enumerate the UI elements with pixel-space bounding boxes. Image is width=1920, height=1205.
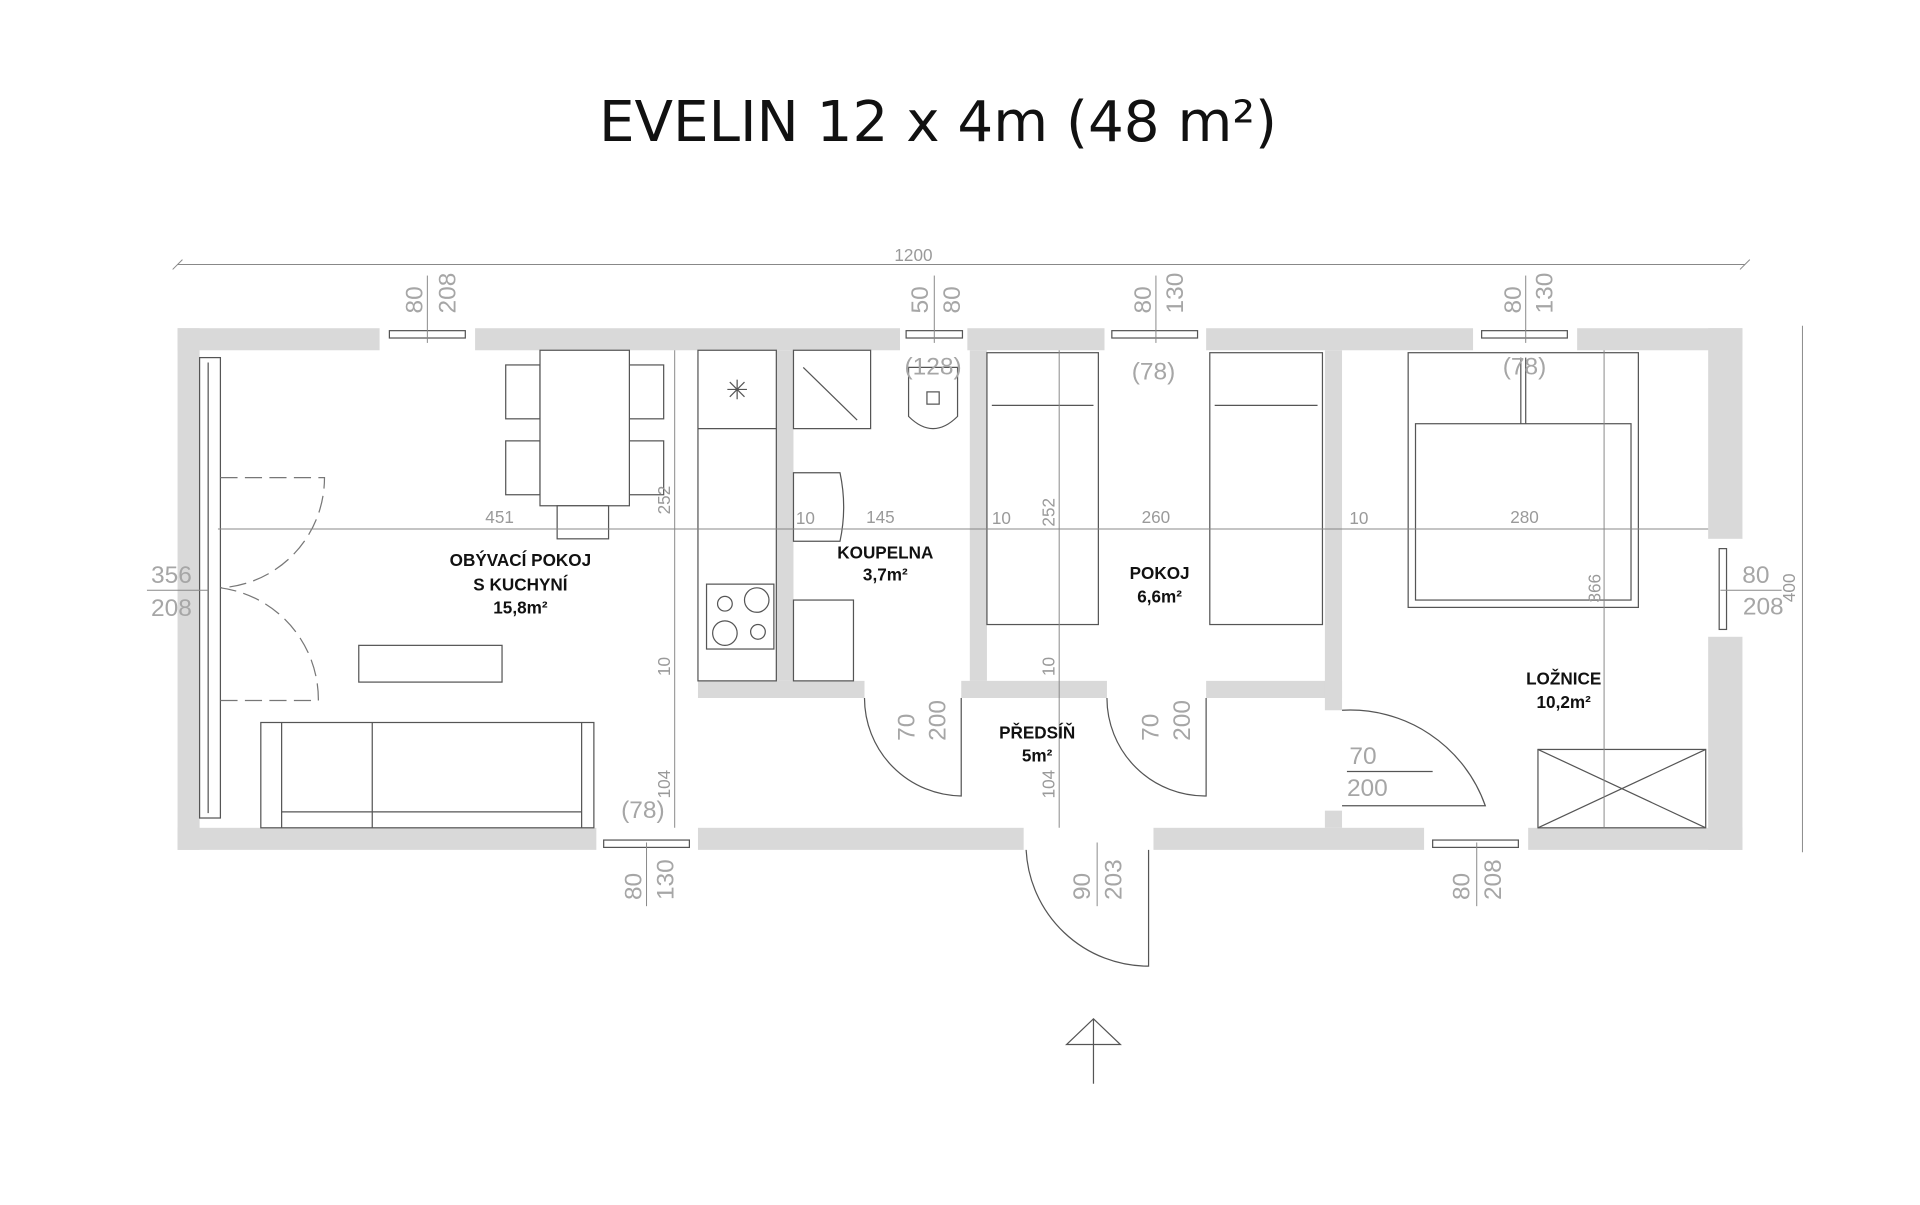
opening-sill: (78) <box>1503 354 1547 381</box>
room-area: 15,8m² <box>493 598 548 618</box>
interior-dimensions <box>217 350 1709 828</box>
opening-top-living: 80 208 <box>401 273 462 343</box>
total-width-dimension: 400 <box>1779 325 1803 853</box>
opening-height: 130 <box>1162 273 1189 314</box>
opening-sill: (78) <box>1132 359 1176 386</box>
room-name: PŘEDSÍŇ <box>999 722 1075 742</box>
room-name: LOŽNICE <box>1526 669 1601 689</box>
room-label-hall: PŘEDSÍŇ 5m² <box>999 722 1075 765</box>
opening-entrance: 90 203 <box>1069 842 1128 907</box>
opening-width: 356 <box>151 562 192 589</box>
dim-hall: 104 <box>1038 769 1058 798</box>
opening-height: 208 <box>1480 859 1507 900</box>
opening-height: 208 <box>1743 594 1784 621</box>
opening-height: 208 <box>151 595 192 622</box>
room-name: KOUPELNA <box>837 542 933 562</box>
opening-width: 80 <box>401 286 428 313</box>
opening-width: 90 <box>1069 873 1096 900</box>
opening-width: 70 <box>1349 743 1376 770</box>
dim-wall: 10 <box>1038 657 1058 676</box>
opening-top-pokoj: 80 130 (78) <box>1130 273 1189 386</box>
opening-bottom-living: 80 130 (78) <box>621 797 679 907</box>
opening-width: 80 <box>1500 286 1527 313</box>
room-area: 3,7m² <box>863 564 908 584</box>
walls <box>177 328 1743 850</box>
kitchen-counter <box>697 349 777 682</box>
opening-width: 80 <box>621 873 648 900</box>
opening-width: 80 <box>1742 562 1769 589</box>
opening-height: 200 <box>1347 775 1388 802</box>
pokoj-beds <box>986 352 1324 626</box>
room-name: S KUCHYNÍ <box>473 574 568 594</box>
dim-living-width: 451 <box>485 507 514 527</box>
bathroom-fixtures <box>792 349 959 682</box>
living-furniture <box>220 349 665 829</box>
dim-wall: 10 <box>992 508 1011 528</box>
opening-left-door: 356 208 <box>146 562 209 622</box>
opening-height: 200 <box>924 700 951 741</box>
dim-depth: 252 <box>654 486 674 515</box>
dimension-labels: 451 145 260 280 10 10 10 252 252 10 10 1… <box>146 273 1784 907</box>
opening-sill: (78) <box>621 797 665 824</box>
opening-height: 130 <box>652 859 679 900</box>
opening-right-window: 80 208 <box>1720 562 1784 621</box>
room-area: 6,6m² <box>1137 587 1182 607</box>
opening-width: 70 <box>1137 714 1164 741</box>
opening-height: 80 <box>939 286 966 313</box>
opening-width: 80 <box>1130 286 1157 313</box>
opening-width: 70 <box>894 714 921 741</box>
opening-bottom-loznice: 80 208 <box>1448 842 1507 907</box>
total-length-dimension: 1200 <box>172 245 1751 270</box>
opening-door-pokoj: 70 200 <box>1137 700 1196 741</box>
dim-wall: 10 <box>654 657 674 676</box>
room-name: OBÝVACÍ POKOJ <box>450 550 591 570</box>
door-swings <box>863 698 1487 967</box>
room-area: 10,2m² <box>1537 692 1592 712</box>
opening-height: 130 <box>1532 273 1559 314</box>
north-arrow-icon <box>1065 1017 1122 1084</box>
room-label-pokoj: POKOJ 6,6m² <box>1130 563 1190 606</box>
opening-door-loznice: 70 200 <box>1347 743 1388 802</box>
dim-depth: 252 <box>1038 498 1058 527</box>
plan-title: EVELIN 12 x 4m (48 m²) <box>599 90 1277 155</box>
opening-door-bath: 70 200 <box>894 700 952 741</box>
room-name: POKOJ <box>1130 563 1190 583</box>
opening-top-loznice: 80 130 (78) <box>1500 273 1559 381</box>
room-label-bathroom: KOUPELNA 3,7m² <box>837 542 933 584</box>
opening-height: 203 <box>1101 859 1128 900</box>
opening-height: 208 <box>435 273 462 314</box>
opening-width: 50 <box>907 286 934 313</box>
dim-total-length: 1200 <box>894 245 932 265</box>
room-label-living: OBÝVACÍ POKOJ S KUCHYNÍ 15,8m² <box>450 550 591 618</box>
opening-top-bath: 50 80 (128) <box>904 275 966 381</box>
dim-total-width: 400 <box>1779 574 1799 603</box>
dim-bath-width: 145 <box>866 507 895 527</box>
dim-wall: 10 <box>796 508 815 528</box>
dim-loznice-width: 280 <box>1510 507 1539 527</box>
loznice-furniture <box>1407 352 1707 829</box>
opening-height: 200 <box>1169 700 1196 741</box>
room-label-bedroom: LOŽNICE 10,2m² <box>1526 669 1601 712</box>
dim-wall: 10 <box>1349 508 1368 528</box>
dim-loznice-depth: 366 <box>1584 574 1604 603</box>
dim-hall: 104 <box>654 769 674 798</box>
dim-pokoj-width: 260 <box>1142 507 1171 527</box>
room-area: 5m² <box>1022 746 1053 766</box>
opening-sill: (128) <box>904 354 961 381</box>
opening-width: 80 <box>1448 873 1475 900</box>
